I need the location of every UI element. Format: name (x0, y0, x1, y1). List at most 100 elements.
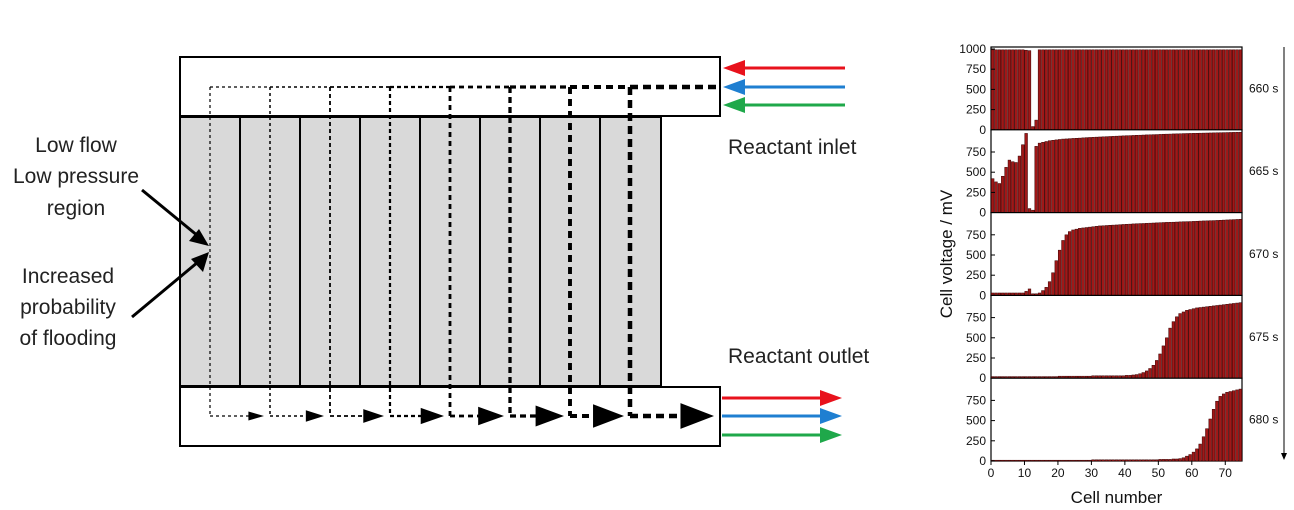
inlet-arrow-green-head (723, 97, 745, 113)
y-tick-label: 0 (979, 123, 986, 137)
bar (1061, 138, 1065, 213)
bar (1144, 134, 1149, 213)
outlet-arrows (722, 390, 842, 443)
flow-arrowhead (420, 407, 444, 425)
inlet-arrow-red-head (723, 60, 745, 76)
bar (1211, 409, 1216, 462)
bar (1094, 459, 1099, 462)
y-tick-label: 250 (966, 103, 986, 117)
y-tick-label: 0 (979, 454, 986, 468)
bar (1017, 459, 1022, 462)
y-tick-label: 250 (966, 268, 986, 282)
bar (1188, 309, 1192, 379)
bar (1024, 49, 1028, 131)
x-axis-title: Cell number (1071, 488, 1163, 507)
bar (1007, 49, 1012, 131)
bar (1014, 459, 1018, 462)
bar (1178, 458, 1182, 462)
bar (1098, 49, 1102, 131)
bar (1121, 224, 1125, 296)
bar (1155, 459, 1159, 462)
bar (1221, 219, 1226, 296)
bar (1208, 306, 1212, 379)
bar (1047, 140, 1052, 213)
flow-arrowhead (305, 410, 324, 422)
y-tick-label: 750 (966, 62, 986, 76)
bar (1218, 49, 1222, 131)
bar (1181, 221, 1186, 296)
bar (994, 49, 998, 131)
bar (1098, 225, 1102, 296)
bar (1211, 49, 1216, 131)
y-tick-label: 500 (966, 331, 986, 345)
bar (1215, 49, 1219, 131)
bar (1144, 223, 1149, 296)
bar (1124, 459, 1129, 462)
bar (1165, 133, 1169, 213)
bar (1034, 119, 1038, 131)
bar (1205, 220, 1209, 296)
bar (1081, 49, 1085, 131)
bar (1138, 49, 1142, 131)
outlet-arrow-blue-head (820, 408, 842, 424)
bar (997, 49, 1001, 131)
bar (1228, 303, 1232, 379)
pointer-arrow-flooding-head (191, 252, 209, 272)
bar (1198, 443, 1202, 462)
bar (1148, 459, 1152, 462)
outlet-arrow-red-head (820, 390, 842, 406)
bar (1185, 133, 1189, 213)
label-reactant-inlet: Reactant inlet (728, 136, 857, 159)
inlet-arrow-blue-head (723, 79, 745, 95)
bar (1191, 451, 1196, 462)
bar (1211, 220, 1216, 296)
bar (1054, 459, 1058, 462)
bar (1071, 459, 1075, 462)
bar (1198, 49, 1202, 131)
bar (1215, 220, 1219, 296)
y-tick-label: 1000 (959, 42, 986, 56)
label-reactant-outlet: Reactant outlet (728, 345, 869, 368)
y-tick-label: 750 (966, 228, 986, 242)
bar (1238, 219, 1242, 296)
bar (1098, 136, 1102, 213)
bar (1238, 388, 1242, 462)
bar (1111, 136, 1115, 213)
bar (994, 181, 998, 213)
bar (1094, 226, 1099, 296)
bar (1031, 459, 1035, 462)
bar (1104, 225, 1109, 296)
bar (1044, 141, 1048, 213)
bar (1138, 459, 1142, 462)
bar (1238, 302, 1242, 379)
bar (1181, 133, 1186, 213)
bar (1011, 459, 1015, 462)
bar (1091, 49, 1095, 131)
bar (1084, 459, 1089, 462)
y-tick-label: 500 (966, 165, 986, 179)
bar (1007, 159, 1012, 213)
bar (1047, 281, 1052, 296)
bar (1158, 222, 1162, 296)
x-tick-label: 20 (1051, 466, 1065, 480)
bar (1027, 288, 1032, 296)
bar (1185, 221, 1189, 296)
bar (1001, 175, 1005, 213)
bar (1118, 224, 1122, 296)
bar (1074, 49, 1078, 131)
bar (1175, 316, 1179, 379)
bar (1121, 49, 1125, 131)
bar (1094, 136, 1099, 213)
bar (1108, 49, 1112, 131)
bar (1084, 137, 1089, 213)
bar (1168, 49, 1172, 131)
bar (1041, 290, 1045, 296)
bar (1104, 49, 1109, 131)
bar (1171, 321, 1176, 379)
bar (1101, 49, 1105, 131)
bar (1138, 134, 1142, 213)
bar (1044, 459, 1048, 462)
bar (1084, 227, 1089, 296)
